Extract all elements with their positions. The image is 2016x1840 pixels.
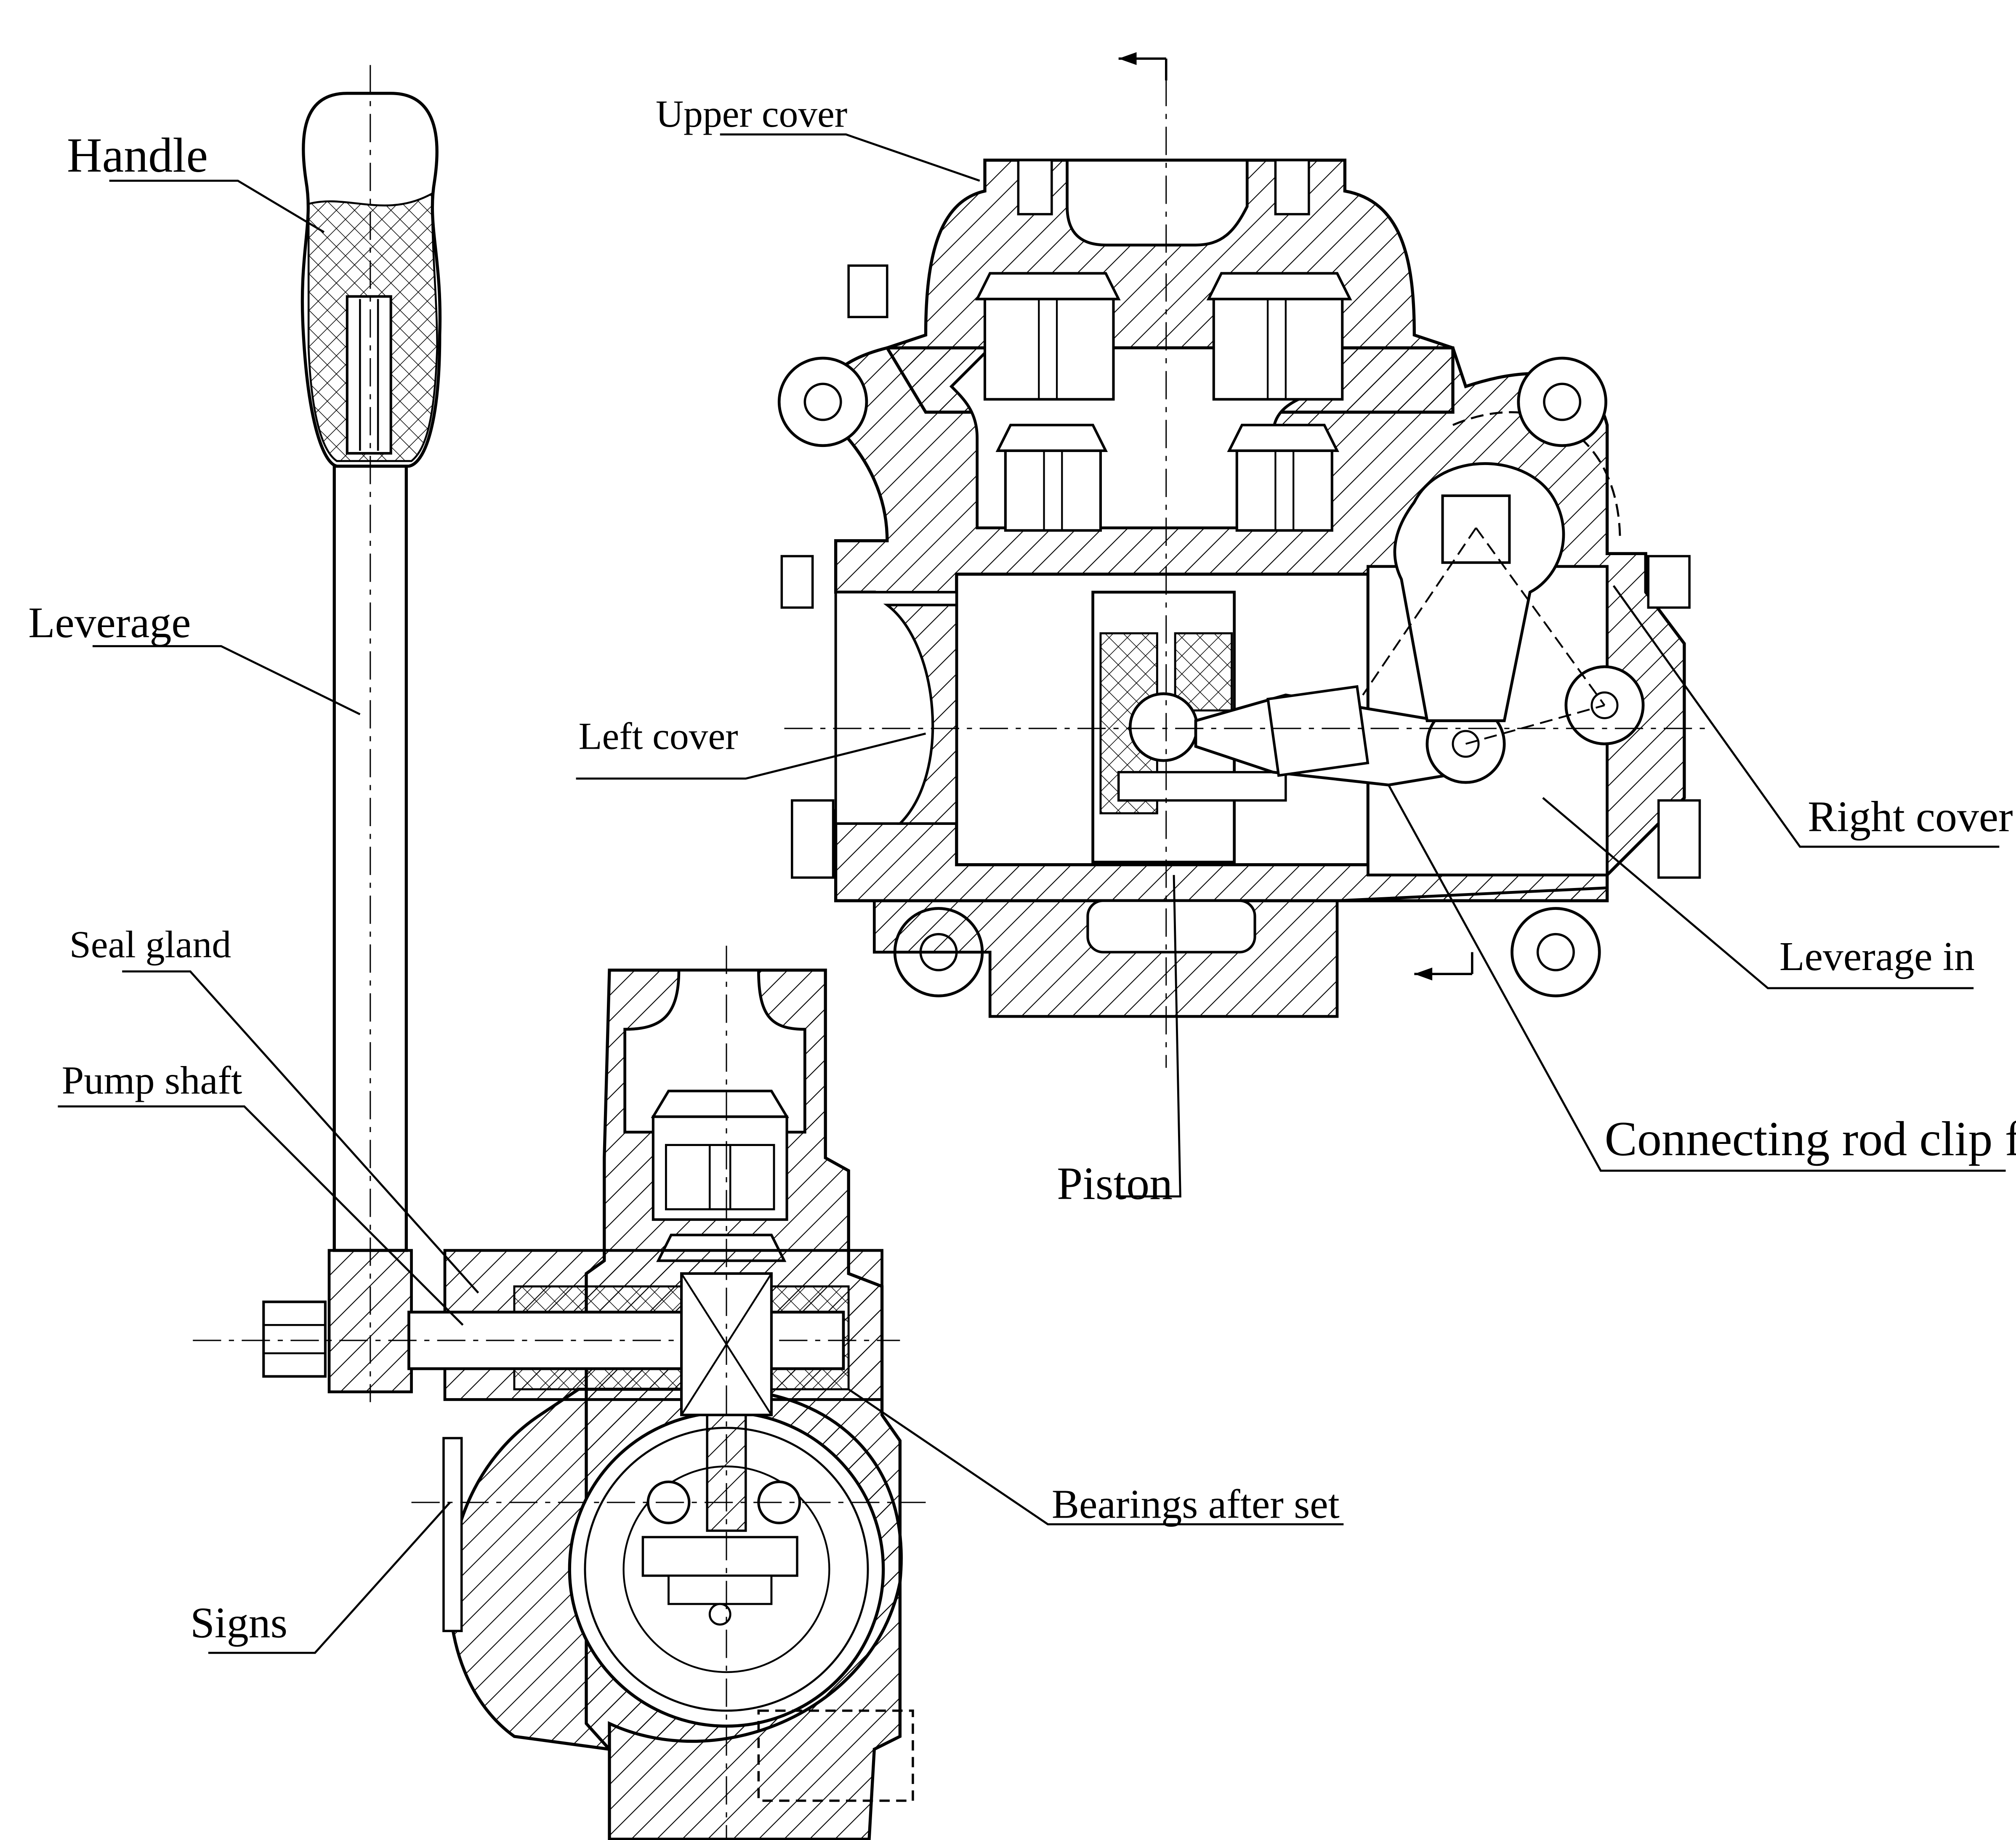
valve-upper-left [975, 272, 1121, 401]
label-signs: Signs [190, 1599, 287, 1647]
label-upper-cover: Upper cover [656, 92, 847, 135]
side-section-view [193, 946, 926, 1840]
handle-pin [346, 295, 392, 455]
label-bearings-after-set: Bearings after set [1052, 1482, 1340, 1527]
label-pump-shaft: Pump shaft [62, 1058, 242, 1102]
rotor-clip [641, 1536, 798, 1577]
lever-arm-inner [1393, 462, 1565, 722]
shaft-nut [262, 1300, 327, 1378]
leader-lines [58, 133, 2006, 1654]
bottom-port [1086, 899, 1256, 954]
bolt-right-lower [1657, 799, 1701, 879]
leader-leverage-in [1542, 797, 1974, 989]
mount-ear-lower-right [1511, 907, 1601, 997]
label-piston: Piston [1057, 1158, 1173, 1209]
label-left-cover: Left cover [579, 715, 738, 758]
label-leverage: Leverage [28, 598, 191, 647]
leader-leverage [92, 645, 361, 715]
handle-grip-outline [301, 92, 442, 468]
bolt-top-left [847, 264, 888, 319]
piston-ball-joint [1128, 692, 1199, 762]
label-right-cover: Right cover [1808, 792, 2013, 841]
handle-lever-group [262, 65, 442, 1402]
piston-seal-right [1174, 632, 1233, 712]
piston-pin [1117, 771, 1287, 802]
bottom-inlet [757, 1709, 914, 1802]
left-cover-curve [883, 604, 958, 825]
leader-bearings [848, 1388, 1344, 1526]
label-handle: Handle [67, 129, 208, 183]
lever-boss-hatched [327, 1249, 413, 1393]
leader-handle [109, 180, 325, 233]
bolt-right-upper [1647, 555, 1691, 609]
leader-signs [208, 1502, 451, 1654]
valve-upper-right [1206, 272, 1352, 401]
label-seal-gland: Seal gland [69, 923, 231, 966]
valve-lower-right [1227, 423, 1339, 532]
clip-fork [1266, 685, 1370, 777]
leader-left-cover [576, 732, 926, 780]
sign-plate [442, 1437, 463, 1633]
label-connecting-rod-clip-fork: Connecting rod clip fork [1604, 1112, 2016, 1166]
labels: Handle Leverage Seal gland Pump shaft Si… [28, 92, 2016, 1647]
label-leverage-in: Leverage in [1779, 934, 1975, 979]
upper-cover-window [1066, 159, 1249, 247]
bolt-left-upper [780, 555, 814, 609]
mount-ear-upper-left [777, 356, 868, 447]
leader-seal-gland [122, 970, 479, 1294]
leader-right-cover [1612, 585, 2000, 848]
mount-ear-upper-right [1517, 356, 1607, 447]
leader-upper-cover [720, 133, 980, 182]
leader-pump-shaft [58, 1105, 464, 1326]
valve-lower-left [995, 423, 1108, 532]
leader-piston [1116, 875, 1181, 1198]
leader-connecting-rod [1388, 784, 2006, 1172]
bolt-left-lower [791, 799, 835, 879]
top-section-view [777, 52, 1710, 1068]
